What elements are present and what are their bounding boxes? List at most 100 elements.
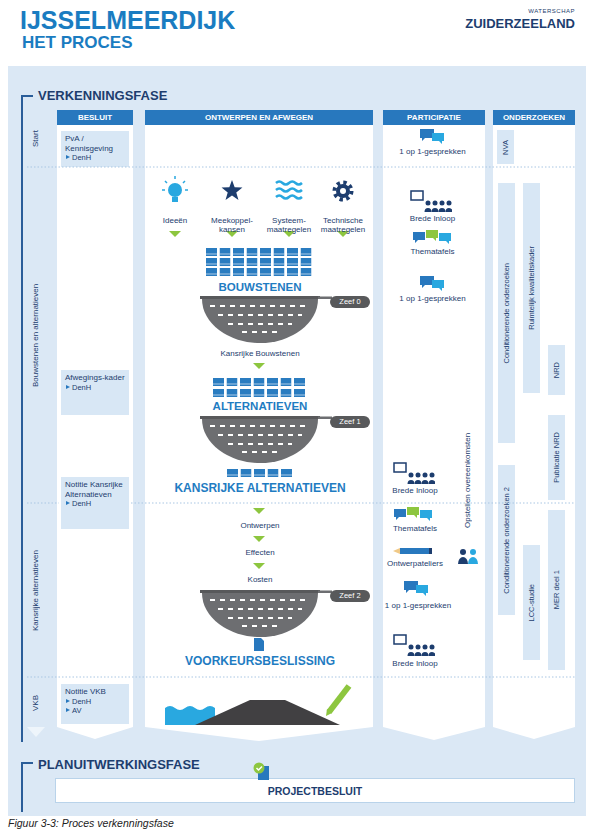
chevron bbox=[493, 727, 575, 739]
row-label: Bouwstenen en alternatieven bbox=[27, 168, 45, 503]
block-icon bbox=[281, 469, 292, 477]
chat-icon bbox=[420, 129, 444, 144]
waves-icon bbox=[276, 182, 302, 199]
block-icon bbox=[254, 378, 265, 386]
block-icon bbox=[274, 248, 285, 256]
bulb bbox=[168, 183, 182, 197]
block-icon bbox=[294, 389, 305, 397]
column-header: PARTICIPATIE bbox=[383, 110, 485, 125]
chat-icon bbox=[394, 507, 432, 521]
block-icon bbox=[254, 389, 265, 397]
block-icon bbox=[220, 268, 231, 276]
dike bbox=[195, 700, 340, 725]
decision-box: PvA / KennisgevingDenH bbox=[61, 131, 129, 167]
study-name: LCC-studie bbox=[527, 584, 536, 622]
gear-body bbox=[336, 184, 350, 198]
people-icon bbox=[411, 191, 453, 212]
wave bbox=[276, 196, 302, 199]
phase-title: VERKENNINGSFASE bbox=[38, 88, 167, 103]
block-icon bbox=[267, 378, 278, 386]
project-icon bbox=[254, 763, 270, 781]
gear-teeth bbox=[335, 183, 352, 200]
column: ONDERZOEKENNVAConditionerende onderzoeke… bbox=[493, 110, 575, 727]
row-divider bbox=[131, 503, 575, 504]
sieve-icon bbox=[200, 296, 370, 343]
diagram-title: IJSSELMEERDIJK bbox=[20, 6, 235, 35]
block-icon bbox=[268, 469, 279, 477]
logo-text: ZUIDERZEELAND bbox=[440, 17, 575, 32]
phase-bracket bbox=[22, 763, 33, 812]
decision-box: Notitie Kansrijke AlternatievenDenH bbox=[61, 477, 129, 529]
chat-icon bbox=[404, 581, 428, 596]
study-bar: Publicatie NRD bbox=[548, 415, 565, 500]
sieve-icon bbox=[200, 590, 370, 637]
row-divider bbox=[27, 677, 575, 678]
chat-icon bbox=[413, 230, 451, 244]
block-icon bbox=[260, 248, 271, 256]
document bbox=[254, 638, 264, 651]
decision-box: Notitie VKBDenHAV bbox=[61, 684, 129, 724]
step-label: Thematafels bbox=[385, 247, 480, 256]
block-icon bbox=[247, 258, 258, 266]
flow-triangle bbox=[253, 363, 265, 369]
star-icon bbox=[222, 180, 243, 200]
step-label: 1 op 1-gesprekken bbox=[385, 147, 480, 156]
document-icon bbox=[254, 638, 264, 651]
wave bbox=[276, 189, 302, 192]
stage-title: KANSRIJKE ALTERNATIEVEN bbox=[140, 482, 380, 496]
step-label: Meekoppel-kansen bbox=[204, 216, 260, 234]
block-icon bbox=[220, 258, 231, 266]
step-label: Thematafels bbox=[383, 524, 447, 533]
block-icon bbox=[287, 258, 298, 266]
block-icon bbox=[233, 258, 244, 266]
step-label: Ontwerpateliers bbox=[381, 559, 449, 568]
row-label: VKB bbox=[27, 678, 45, 727]
subtitle: HET PROCES bbox=[22, 33, 272, 53]
sieve-tag: Zeef 1 bbox=[330, 416, 370, 428]
sieve-tag: Zeef 2 bbox=[330, 590, 370, 602]
study-bar: NVA bbox=[497, 130, 514, 164]
block-icon bbox=[240, 389, 251, 397]
column-header: BESLUIT bbox=[57, 110, 133, 125]
study-bar: Ruimtelijk kwaliteitskader bbox=[523, 183, 540, 393]
step-label: Brede Inloop bbox=[385, 214, 480, 223]
people-icon bbox=[394, 463, 436, 484]
decision-title: Notitie Kansrijke Alternatieven bbox=[65, 480, 126, 499]
block-icon bbox=[227, 469, 238, 477]
figure-caption: Figuur 3-3: Proces verkenningsfase bbox=[8, 817, 174, 829]
study-name: Ruimtelijk kwaliteitskader bbox=[527, 246, 536, 330]
step-label: Systeem-maatregelen bbox=[259, 216, 319, 234]
phase-panel: PLANUITWERKINGSFASEPROJECTBESLUIT bbox=[22, 755, 582, 811]
step-label: Opstellen overeenkomsten bbox=[460, 418, 476, 543]
study-bar: Conditionerende onderzoeken 2 bbox=[498, 465, 515, 615]
block-icon bbox=[220, 248, 231, 256]
phase-bracket bbox=[22, 96, 33, 742]
decision-title: PvA / Kennisgeving bbox=[65, 134, 126, 153]
decision-party: AV bbox=[65, 706, 126, 715]
study-bar: Conditionerende onderzoeken bbox=[498, 183, 515, 443]
meeting-icon bbox=[458, 549, 478, 564]
bulb-rays bbox=[162, 176, 188, 190]
flow-triangle bbox=[253, 536, 265, 542]
decision-title: PROJECTBESLUIT bbox=[268, 785, 363, 797]
chevron bbox=[57, 727, 133, 739]
block-icon bbox=[241, 469, 252, 477]
block-icon bbox=[260, 258, 271, 266]
bulb-base bbox=[172, 197, 178, 202]
block-icon bbox=[274, 258, 285, 266]
step-label: Kansrijke Bouwstenen bbox=[160, 349, 360, 358]
step-label: 1 op 1-gesprekken bbox=[385, 294, 480, 303]
flow-triangle bbox=[169, 231, 181, 237]
study-name: MER deel 1 bbox=[552, 570, 561, 609]
stage-title: ALTERNATIEVEN bbox=[160, 400, 360, 413]
step-label: Technische maatregelen bbox=[313, 216, 373, 234]
block-icon bbox=[301, 248, 312, 256]
bulb-icon bbox=[162, 176, 188, 202]
decision-party: DenH bbox=[65, 383, 126, 392]
block-icon bbox=[287, 268, 298, 276]
block-icon bbox=[260, 268, 271, 276]
flow-triangle bbox=[253, 563, 265, 569]
chevron bbox=[27, 727, 45, 737]
block-icon bbox=[274, 268, 285, 276]
dike-outline bbox=[228, 690, 330, 706]
